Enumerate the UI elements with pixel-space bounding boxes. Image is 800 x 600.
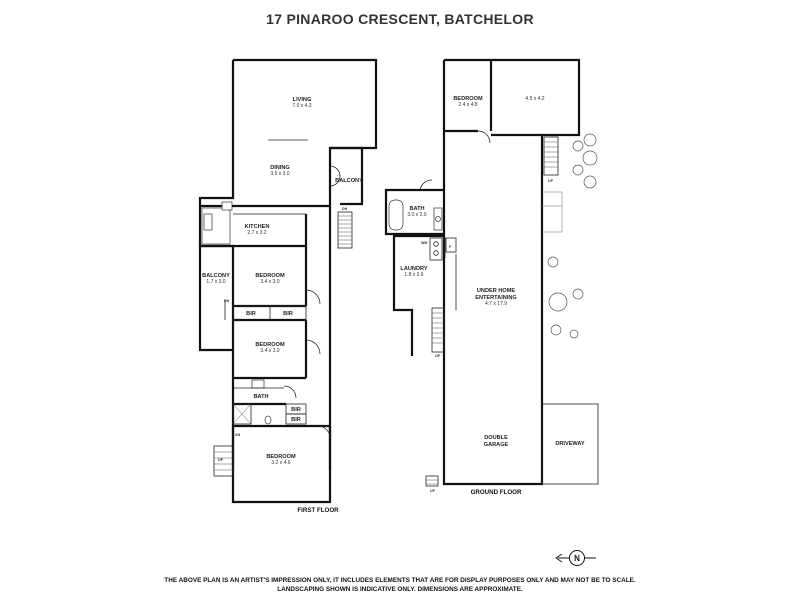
- door: [317, 425, 331, 439]
- stair-treads: [544, 141, 558, 168]
- balcony-door: [329, 165, 341, 187]
- washing-machine: [429, 237, 443, 261]
- stairs: [543, 136, 559, 176]
- ground-floor-plan: UP UP UP: [384, 58, 599, 496]
- laundry-wall: [392, 234, 444, 356]
- stair-up-label: UP: [435, 354, 441, 358]
- room-name-bedroom1: BEDROOM: [255, 273, 285, 279]
- room-name-bir4: BIR: [291, 417, 301, 423]
- shower: [232, 403, 252, 425]
- disclaimer-line-1: THE ABOVE PLAN IS AN ARTIST'S IMPRESSION…: [164, 577, 636, 584]
- stair-up-label: UP: [218, 458, 224, 462]
- disclaimer-line-2: LANDSCAPING SHOWN IS INDICATIVE ONLY. DI…: [277, 586, 523, 593]
- room-name-bedroom2: BEDROOM: [255, 342, 285, 348]
- first-floor-plan: DN DN: [198, 58, 378, 514]
- room-name-under-home-1: UNDER HOME: [477, 288, 515, 294]
- fridge-label: F: [449, 245, 452, 249]
- basin-icon: [435, 216, 441, 222]
- floor-label-first: FIRST FLOOR: [297, 507, 339, 514]
- stairs: [213, 445, 234, 477]
- balcony-stairs: [337, 211, 353, 249]
- stair-treads: [432, 312, 444, 344]
- basin-icon: [251, 379, 265, 389]
- room-name-kitchen: KITCHEN: [245, 224, 270, 230]
- fridge: [445, 237, 457, 253]
- room-name-balcony-left: BALCONY: [202, 273, 230, 279]
- room-name-bedroom3: BEDROOM: [266, 454, 296, 460]
- wm-label: WM: [421, 241, 427, 245]
- room-name-garage-2: GARAGE: [484, 442, 509, 448]
- north-compass-icon: N: [555, 550, 596, 566]
- stair-up-label: UP: [548, 179, 554, 183]
- stairs: [431, 307, 445, 353]
- landscape-trees-icon: [547, 133, 598, 339]
- room-name-gf-bedroom: BEDROOM: [453, 96, 483, 102]
- door: [305, 339, 321, 355]
- room-dims-kitchen: 2.7 x 3.2: [247, 230, 266, 236]
- room-name-dining: DINING: [270, 165, 290, 171]
- stair-dn-label: DN: [235, 433, 241, 437]
- door: [305, 289, 321, 305]
- shower-cross: [232, 403, 252, 425]
- room-dims-dining: 3.5 x 3.0: [270, 171, 289, 177]
- room-name-living: LIVING: [293, 97, 312, 103]
- bath-wall: [384, 188, 444, 236]
- floor-label-ground: GROUND FLOOR: [471, 489, 522, 496]
- balcony-wall: [330, 146, 364, 206]
- bathtub-icon: [388, 199, 404, 231]
- compass-letter: N: [574, 554, 580, 563]
- stairs: [425, 475, 439, 487]
- sink-icon: [203, 213, 213, 231]
- stair-treads: [338, 215, 352, 245]
- toilet-icon: [264, 415, 272, 425]
- bir-box: [285, 413, 307, 425]
- room-dims-gf-bedroom: 2.4 x 4.8: [458, 102, 477, 108]
- room-name-laundry: LAUNDRY: [400, 266, 427, 272]
- stair-dn-label: DN: [224, 299, 230, 303]
- room-dims-living: 7.0 x 4.3: [292, 103, 311, 109]
- dryer-icon: [433, 250, 439, 256]
- room-name-under-home-2: ENTERTAINING: [475, 295, 517, 301]
- stair-dn-label: DN: [342, 207, 348, 211]
- stair-treads: [214, 451, 233, 471]
- room-dims-gf-room: 4.5 x 4.2: [525, 96, 544, 102]
- driveway-area: [541, 403, 599, 485]
- wall: [233, 58, 378, 208]
- room-name-balcony: BALCONY: [335, 178, 363, 184]
- room-name-gf-bath: BATH: [409, 206, 424, 212]
- room-name-garage-1: DOUBLE: [484, 435, 508, 441]
- wm-icon: [433, 241, 439, 247]
- door: [283, 385, 297, 399]
- wall: [442, 58, 581, 486]
- stair-up-label: UP: [430, 489, 436, 493]
- room-dims-balcony-left: 1.7 x 3.0: [206, 279, 225, 285]
- room-name-bath: BATH: [253, 394, 268, 400]
- room-name-bir2: BIR: [283, 311, 293, 317]
- bir-row: [232, 305, 307, 321]
- room-dims-bedroom3: 3.2 x 4.6: [271, 460, 290, 466]
- plan-title: 17 PINAROO CRESCENT, BATCHELOR: [266, 11, 534, 27]
- room-dims-under-home: 4.7 x 17.9: [485, 301, 507, 307]
- room-name-driveway: DRIVEWAY: [555, 441, 585, 447]
- room-dims-gf-bath: 3.0 x 2.0: [407, 212, 426, 218]
- room-name-bir1: BIR: [246, 311, 256, 317]
- left-balcony-wall: [198, 244, 233, 352]
- room-dims-bedroom1: 3.4 x 3.0: [260, 279, 279, 285]
- cooktop-icon: [221, 201, 233, 211]
- room-dims-bedroom2: 3.4 x 3.0: [260, 348, 279, 354]
- room-dims-laundry: 1.8 x 2.6: [404, 272, 423, 278]
- landscape-edge: [542, 191, 563, 233]
- door: [419, 179, 433, 191]
- room-name-bir3: BIR: [291, 407, 301, 413]
- door: [477, 130, 491, 144]
